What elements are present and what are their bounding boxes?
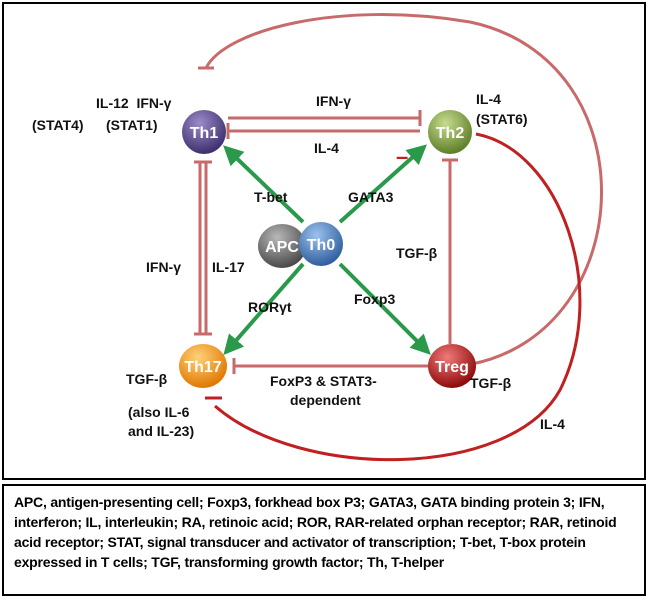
label-th1-cytokines: IL-12 IFN-γ: [96, 95, 172, 111]
arrow-th0-th17: [223, 262, 305, 356]
label-gata3: GATA3: [348, 189, 394, 205]
diagram-frame: [2, 2, 646, 480]
node-treg: Treg: [428, 344, 476, 388]
label-th2-stat6: (STAT6): [476, 111, 528, 127]
arrow-th0-th2: [338, 144, 427, 224]
label-foxp3-stat3-1: FoxP3 & STAT3-: [270, 373, 377, 389]
label-th1-stat4: (STAT4): [32, 117, 84, 133]
node-th0: Th0: [299, 222, 343, 266]
legend-box: APC, antigen-presenting cell; Foxp3, for…: [2, 484, 646, 596]
label-foxp3-stat3-2: dependent: [290, 392, 361, 408]
inhibit-treg-th1-arc: [204, 13, 603, 366]
label-th17-tgfb: TGF-β: [126, 371, 168, 387]
node-th1: Th1: [182, 110, 226, 154]
label-il17: IL-17: [212, 259, 245, 275]
node-apc: APC: [258, 224, 306, 268]
label-tbet: T-bet: [254, 189, 288, 205]
arrow-th0-treg: [338, 262, 431, 355]
label-il4-bottom: IL-4: [540, 416, 565, 432]
svg-text:Th0: Th0: [307, 237, 336, 254]
legend-text: APC, antigen-presenting cell; Foxp3, for…: [14, 494, 617, 570]
label-tgfb-right: TGF-β: [396, 245, 438, 261]
svg-text:Th17: Th17: [184, 359, 221, 376]
inhibit-th2-th17-arc: [214, 132, 582, 462]
node-th2: Th2: [428, 110, 472, 154]
svg-text:APC: APC: [265, 239, 299, 256]
label-ifng-left: IFN-γ: [146, 259, 181, 275]
svg-text:Treg: Treg: [435, 359, 469, 376]
label-th17-also1: (also IL-6: [128, 404, 190, 420]
arrow-th0-th1: [223, 145, 305, 224]
label-treg-tgfb: TGF-β: [470, 375, 512, 391]
label-foxp3: Foxp3: [354, 291, 395, 307]
label-il4-mid: IL-4: [314, 140, 339, 156]
svg-text:Th1: Th1: [190, 125, 219, 142]
label-th1-stat1: (STAT1): [106, 117, 158, 133]
label-ifng-top: IFN-γ: [316, 93, 351, 109]
label-th2-cytokine: IL-4: [476, 91, 501, 107]
svg-text:Th2: Th2: [436, 125, 465, 142]
label-roryt: RORγt: [248, 299, 292, 315]
label-th17-also2: and IL-23): [128, 423, 194, 439]
node-th17: Th17: [179, 344, 227, 388]
